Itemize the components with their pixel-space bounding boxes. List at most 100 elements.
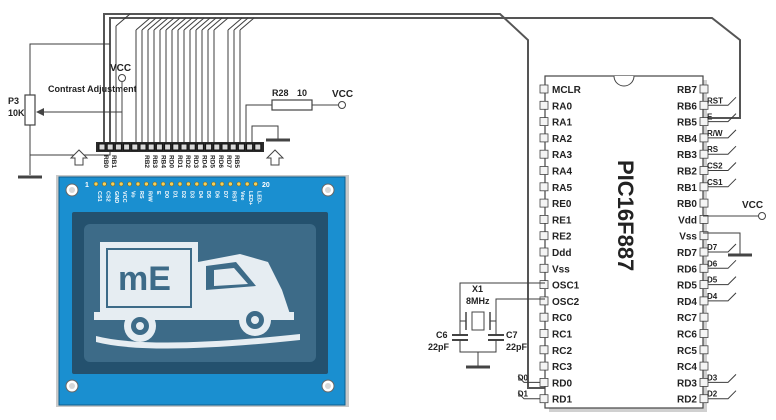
mcu-part-label: PIC16F887	[613, 160, 638, 271]
lcd-pin-label: D6	[214, 191, 220, 198]
lcd-pad	[253, 181, 258, 187]
lcd-pin-label: D0	[163, 191, 169, 198]
lcd-pad	[93, 181, 99, 187]
mcu-left-pin-label: RE1	[552, 215, 572, 226]
pot-value: 10K	[8, 108, 25, 118]
lcd-pin-label: D5	[205, 191, 211, 198]
lcd-pin-label: RST	[230, 191, 236, 203]
mcu-pin	[539, 84, 549, 94]
header-pin	[188, 143, 196, 151]
mcu-pin	[699, 214, 709, 224]
mcu-pin	[699, 198, 709, 208]
lcd-pad	[202, 181, 208, 187]
header-pin	[164, 143, 172, 151]
mcu-signal-label: E	[707, 113, 713, 122]
mcu-right-pin-label: RD7	[677, 248, 697, 259]
mcu-left-pin-label: RD0	[552, 378, 572, 389]
lcd-pin-label: D2	[180, 191, 186, 198]
lcd-screen-text: mE	[118, 260, 171, 298]
lcd-pin-label: Vo	[130, 191, 136, 198]
mcu-signal-label: D4	[707, 292, 718, 301]
header-pin-label: RB3	[151, 155, 158, 168]
header-pin	[172, 143, 180, 151]
mcu-pin	[539, 345, 549, 355]
lcd-pin-label: D3	[188, 191, 194, 198]
lcd-pin-label: GND	[113, 191, 119, 203]
header-pin	[131, 143, 139, 151]
mcu-signal-label: D7	[707, 243, 718, 252]
mcu-signal-label: RS	[707, 145, 719, 154]
header-pin	[139, 143, 147, 151]
cap-c7-ref: C7	[506, 330, 518, 340]
header-pin-label: RD0	[168, 155, 175, 168]
lcd-pin-label: LED+	[247, 191, 253, 205]
header-pin-label: RD7	[225, 155, 232, 168]
mcu-pin	[539, 280, 549, 290]
lcd-pad	[135, 181, 141, 187]
mcu-signal-label: D6	[707, 259, 718, 268]
mcu-pin	[539, 296, 549, 306]
mcu-pin	[539, 394, 549, 404]
lcd-pad	[186, 181, 191, 187]
header-pin	[221, 143, 229, 151]
mcu-pin	[539, 247, 549, 257]
lcd-pad	[102, 181, 107, 187]
mcu-pin	[699, 84, 709, 94]
pot-function-label: Contrast Adjustment	[48, 84, 137, 94]
header-pin	[106, 143, 114, 151]
mcu-right-pin-label: RC5	[677, 346, 697, 357]
mcu-right-pin-label: RD4	[677, 297, 697, 308]
lcd-pin-label: VCC	[121, 191, 127, 203]
lcd-pad	[228, 181, 233, 187]
backlight-resistor: R28 10 VCC	[245, 88, 353, 142]
mcu-signal-label: D1	[518, 390, 529, 399]
mcu-left-pin-label: RC1	[552, 330, 572, 341]
mcu-signal-label: R/W	[707, 129, 723, 138]
header-pin-label: RD1	[176, 155, 183, 168]
header-pin	[155, 143, 163, 151]
mcu-signal-label: RST	[707, 96, 723, 105]
mcu-right-pin-label: RB7	[677, 85, 697, 96]
mcu-left-pin-label: OSC1	[552, 281, 580, 292]
header-pin-label: RB1	[110, 155, 117, 168]
lcd-pad	[169, 181, 174, 187]
header-pin	[205, 143, 213, 151]
mcu-right-pin-label: RB5	[677, 118, 697, 129]
mcu-pin	[699, 312, 709, 322]
mcu-signal-label: D2	[707, 390, 718, 399]
cap-c7-value: 22pF	[506, 342, 528, 352]
mcu-pin	[539, 117, 549, 126]
arrow-up-right-icon	[265, 149, 285, 166]
oscillator-circuit: X1 8MHz C6 22pF C7 22pF	[428, 282, 545, 369]
mcu-pin	[539, 149, 549, 159]
vcc-header: VCC	[110, 63, 131, 142]
mcu-pin	[539, 377, 549, 387]
mcu-pin	[539, 166, 549, 175]
mcu-pin	[539, 100, 549, 110]
header-pin	[229, 143, 237, 151]
lcd-pad	[127, 181, 132, 187]
mcu-signal-label: D0	[518, 373, 529, 382]
mcu-right-pin-label: RB3	[677, 150, 697, 161]
header-pin	[196, 143, 204, 151]
header-pin-label: RD2	[184, 155, 191, 168]
mcu-signal-label: CS2	[707, 162, 723, 171]
mcu-pin	[539, 263, 549, 273]
lcd-pad	[110, 181, 116, 187]
mcu-pin	[539, 182, 549, 192]
lcd-pin-last: 20	[262, 182, 270, 189]
header-pin	[237, 143, 245, 151]
mcu-signal-label: CS1	[707, 178, 723, 187]
mcu-pin	[699, 231, 709, 241]
mcu-right-pin-label: RB1	[677, 183, 697, 194]
header-pin-label: RB4	[159, 155, 166, 168]
lcd-pin-label: LED-	[256, 191, 262, 204]
header-pin-label: RD5	[209, 155, 216, 168]
arrow-up-left-icon	[69, 149, 89, 166]
vcc-label-resistor: VCC	[332, 89, 353, 100]
truck-image	[94, 242, 300, 349]
